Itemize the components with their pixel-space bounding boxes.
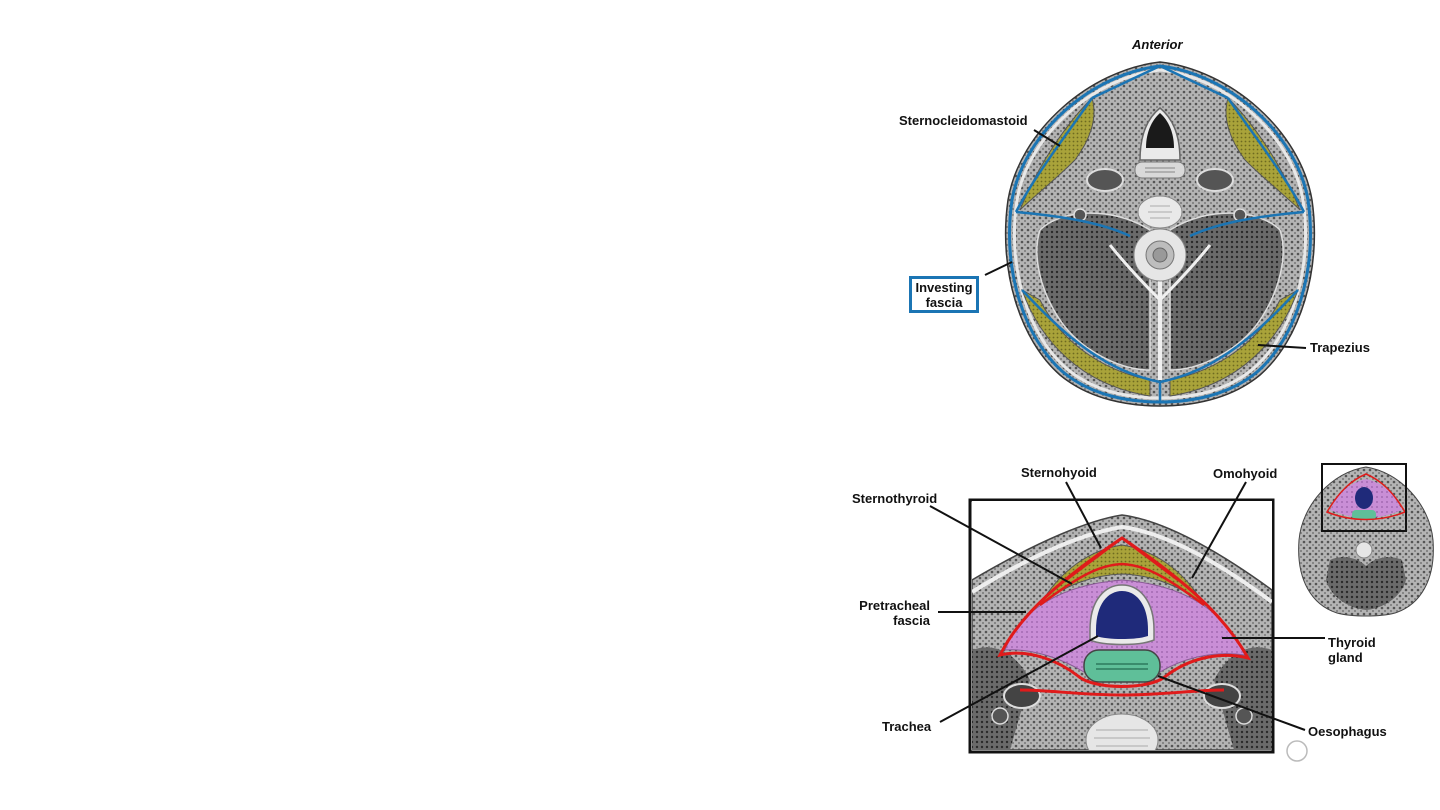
label-trapezius: Trapezius <box>1310 340 1370 355</box>
overview-thumbnail <box>1298 463 1434 617</box>
label-sternocleidomastoid: Sternocleidomastoid <box>899 113 1028 128</box>
label-investing-fascia-line1: Investing <box>915 279 973 295</box>
label-sternohyoid: Sternohyoid <box>1021 465 1097 480</box>
label-thyroid-gland-line1: Thyroid <box>1328 635 1376 650</box>
label-investing-fascia: Investing fascia <box>909 276 979 313</box>
label-investing-fascia-line2: fascia <box>925 294 963 310</box>
trapezius-muscle-left <box>1021 288 1151 397</box>
orientation-label: Anterior <box>1132 37 1183 52</box>
label-oesophagus: Oesophagus <box>1308 724 1387 739</box>
label-pretracheal-fascia: Pretracheal fascia <box>846 598 930 628</box>
label-pretracheal-fascia-line1: Pretracheal <box>859 598 930 613</box>
label-pretracheal-fascia-line2: fascia <box>893 613 930 628</box>
label-thyroid-gland-line2: gland <box>1328 650 1363 665</box>
watermark-icon <box>1286 740 1308 762</box>
trapezius-muscle-right <box>1169 288 1299 397</box>
label-trachea: Trachea <box>882 719 932 734</box>
label-sternothyroid: Sternothyroid <box>852 491 938 506</box>
sternocleidomastoid-muscle-left <box>1019 97 1095 211</box>
sternocleidomastoid-muscle-right <box>1225 97 1301 211</box>
oesophagus-shape <box>1083 649 1161 683</box>
label-thyroid-gland: Thyroid gland <box>1328 635 1376 665</box>
label-omohyoid: Omohyoid <box>1213 466 1278 481</box>
